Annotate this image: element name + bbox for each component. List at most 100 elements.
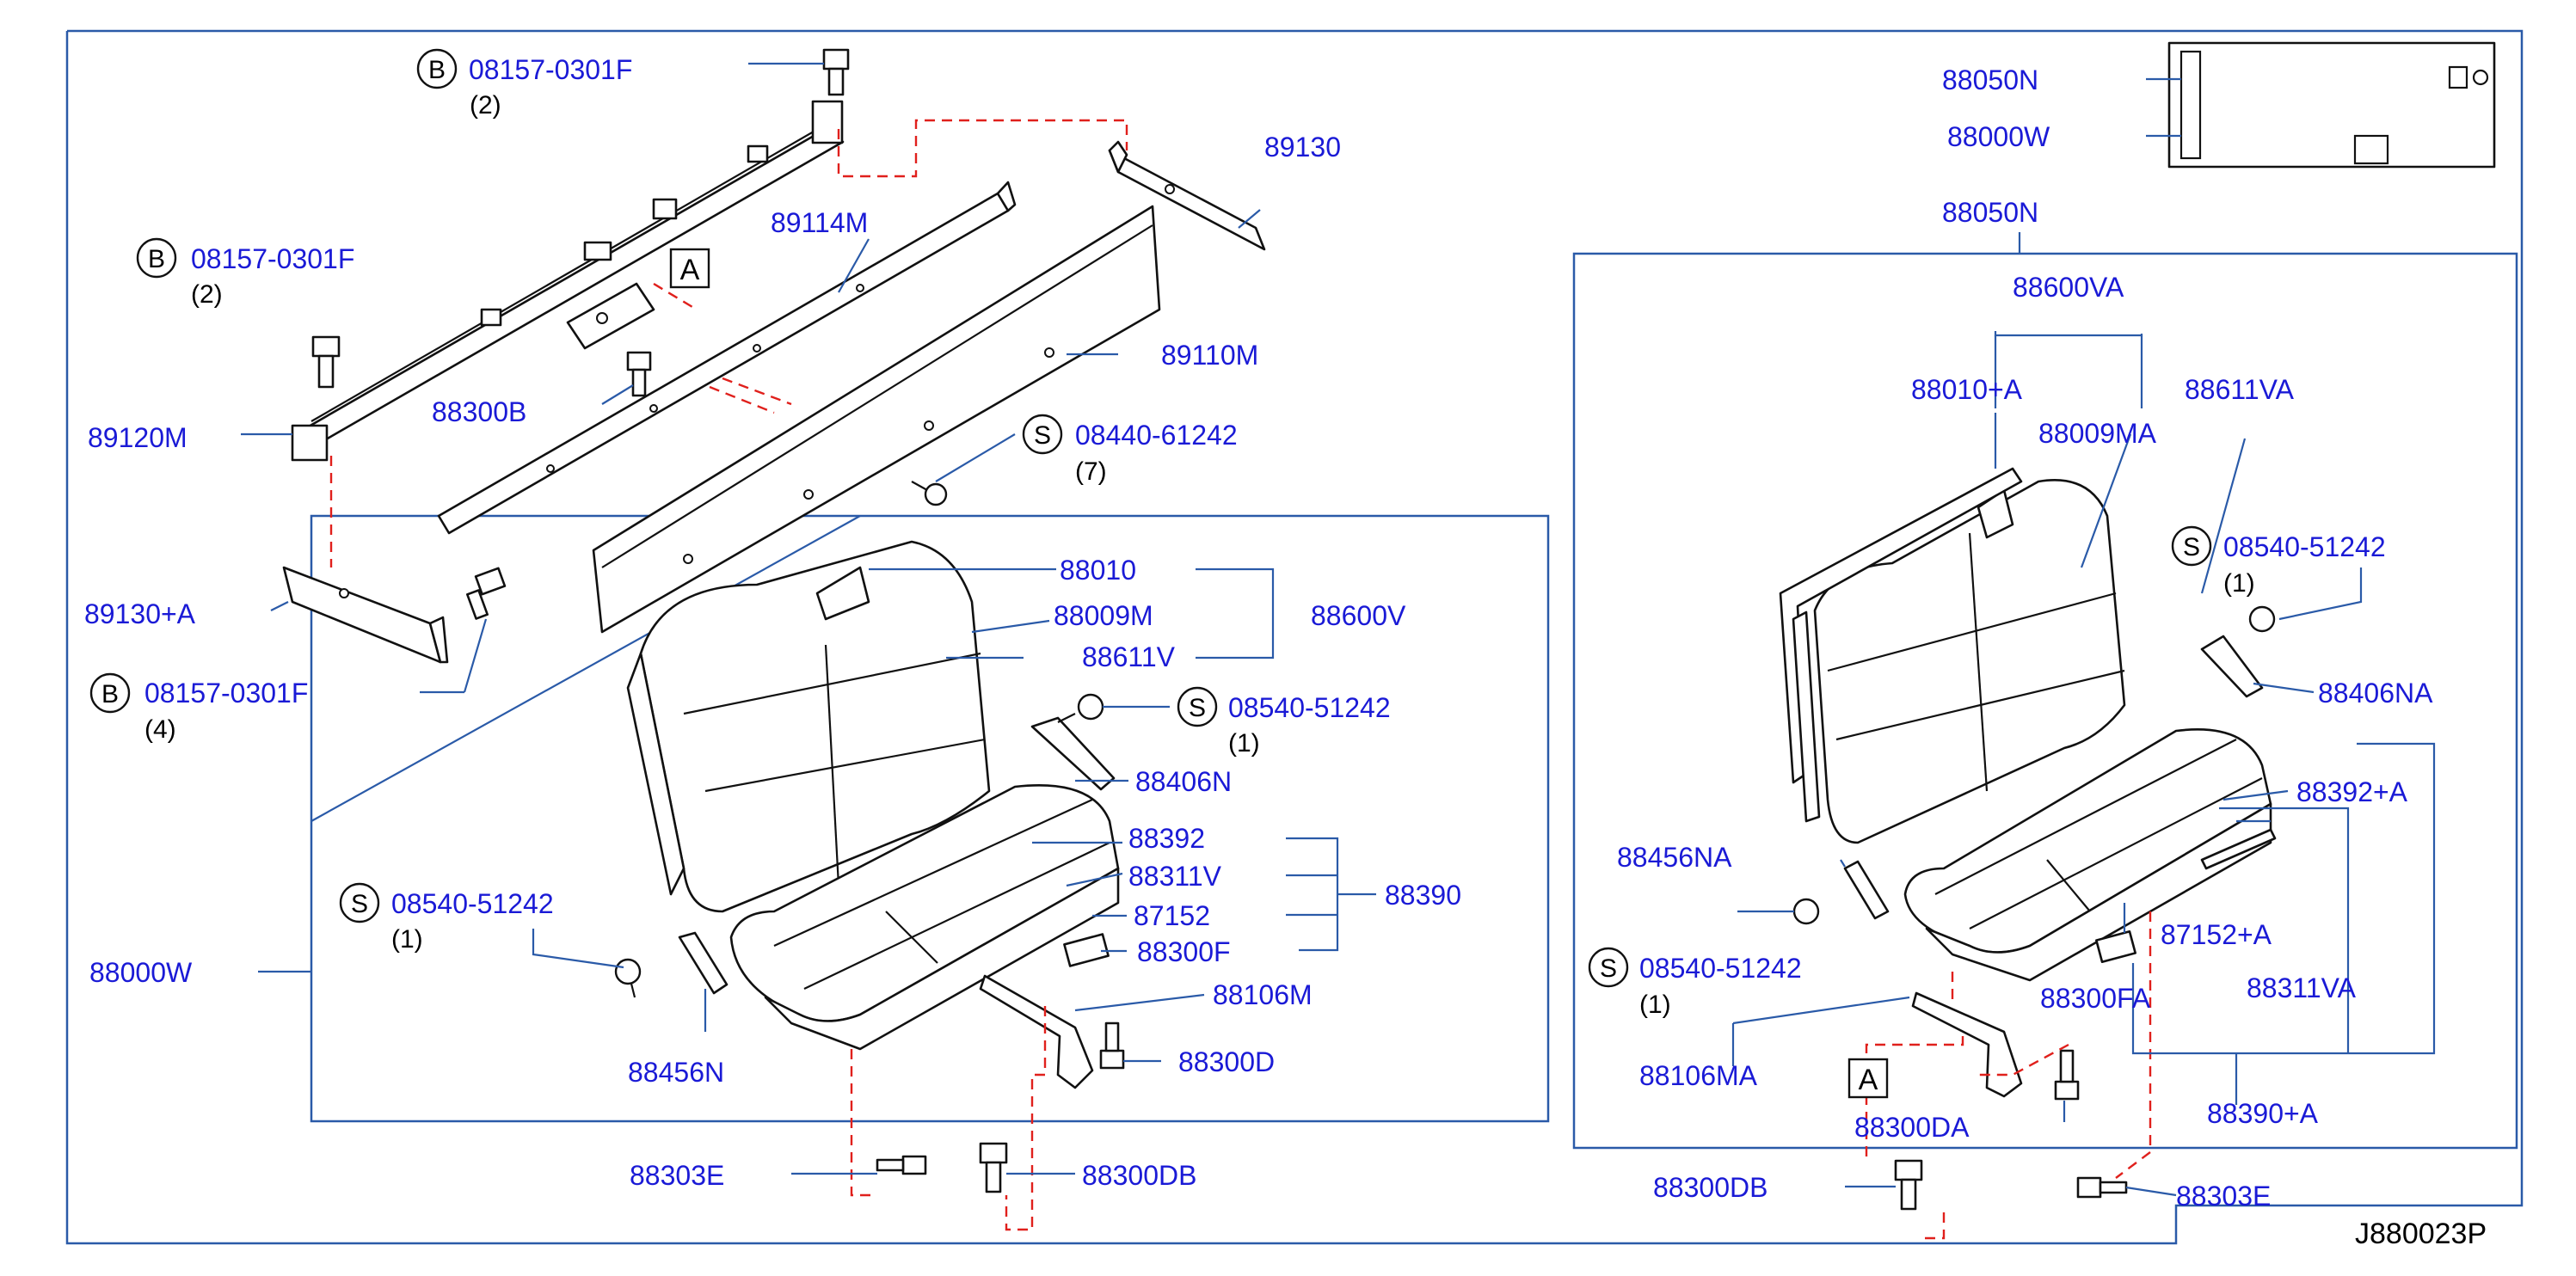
svg-text:S: S xyxy=(1189,694,1206,722)
label-88009ma: 88009MA xyxy=(2038,418,2157,449)
label-card xyxy=(2167,41,2496,169)
label-88406na: 88406NA xyxy=(2318,678,2433,709)
figure-code: J880023P xyxy=(2355,1218,2487,1250)
ref-box-a-bottom: A xyxy=(1847,1058,1889,1099)
right-screw-top xyxy=(2248,605,2276,633)
prefix-circle-s-mid: S xyxy=(1177,686,1218,727)
label-screw-s-mid: 08540-51242 xyxy=(1228,692,1391,723)
label-89110m: 89110M xyxy=(1161,340,1258,371)
svg-text:A: A xyxy=(680,254,700,286)
ref-box-a-top: A xyxy=(669,248,710,289)
label-88010: 88010 xyxy=(1060,555,1136,586)
label-bolt-b-bottom-qty: (4) xyxy=(144,715,176,744)
prefix-circle-s-right: S xyxy=(2171,525,2212,567)
bracket-89130 xyxy=(1108,140,1266,251)
label-88000w-left: 88000W xyxy=(89,957,193,988)
label-89120m: 89120M xyxy=(88,422,188,453)
label-87152: 87152 xyxy=(1134,900,1210,931)
label-screw-s-right-qty: (1) xyxy=(2223,569,2255,598)
label-screw-s-right: 08540-51242 xyxy=(2223,531,2386,562)
label-88300db-right: 88300DB xyxy=(1653,1172,1768,1203)
leader-lines xyxy=(241,62,2436,1197)
right-back-panels xyxy=(1779,467,2023,823)
label-88050n-top: 88050N xyxy=(1942,64,2038,95)
label-88611va: 88611VA xyxy=(2185,374,2295,405)
prefix-circle-b-top: B xyxy=(416,48,458,89)
bracket-89130a xyxy=(282,566,449,664)
left-seat-cushion xyxy=(729,784,1120,1051)
bolt-left xyxy=(311,335,341,389)
label-88611v: 88611V xyxy=(1082,641,1176,672)
right-trim-87152a xyxy=(2200,828,2277,870)
label-88106ma: 88106MA xyxy=(1639,1060,1758,1091)
label-screw-s-right2: 08540-51242 xyxy=(1639,953,1802,984)
label-bolt-b-left-qty: (2) xyxy=(191,280,223,309)
label-card-icon xyxy=(2448,65,2468,89)
label-screw-s-top: 08440-61242 xyxy=(1075,420,1238,451)
right-bracket-88106ma xyxy=(1911,991,2023,1098)
right-latch-88456na xyxy=(1843,860,1890,920)
bolt-88300db-left xyxy=(979,1142,1008,1193)
left-seat-frame xyxy=(310,514,1550,1123)
svg-text:S: S xyxy=(1600,954,1617,983)
label-88600va: 88600VA xyxy=(2013,272,2124,303)
label-88300db-left: 88300DB xyxy=(1082,1160,1196,1191)
bolt-top xyxy=(822,48,850,96)
svg-text:S: S xyxy=(351,890,368,918)
label-screw-s-right2-qty: (1) xyxy=(1639,991,1671,1019)
left-bracket-88106m xyxy=(979,974,1094,1089)
label-89130: 89130 xyxy=(1264,132,1341,163)
bolt-88303e-right xyxy=(2076,1176,2128,1199)
label-88009m: 88009M xyxy=(1054,600,1153,631)
label-card-box xyxy=(2353,134,2389,165)
label-screw-s-left-qty: (1) xyxy=(391,925,423,954)
label-88311v: 88311V xyxy=(1128,861,1222,892)
label-88392: 88392 xyxy=(1128,823,1205,854)
label-88392a: 88392+A xyxy=(2296,776,2408,807)
dashed-lines xyxy=(329,119,2152,1240)
label-88050n: 88050N xyxy=(1942,197,2038,228)
label-88406n: 88406N xyxy=(1135,766,1232,797)
prefix-circle-b-bottom: B xyxy=(89,672,131,714)
label-88010a: 88010+A xyxy=(1911,374,2023,405)
right-seat-cushion xyxy=(1903,728,2272,982)
left-cap-88300f xyxy=(1063,933,1110,967)
bolt-88300d xyxy=(1099,1021,1125,1070)
label-card-strip xyxy=(2179,50,2202,160)
label-88456na: 88456NA xyxy=(1617,842,1732,873)
label-88300f: 88300F xyxy=(1137,936,1231,967)
svg-text:S: S xyxy=(2183,533,2200,561)
label-88300fa: 88300FA xyxy=(2040,983,2151,1014)
label-87152a: 87152+A xyxy=(2161,919,2272,950)
label-88303e-right: 88303E xyxy=(2176,1181,2271,1212)
label-screw-s-mid-qty: (1) xyxy=(1228,729,1260,758)
label-88000w-top: 88000W xyxy=(1947,121,2050,152)
panel-89110m xyxy=(592,205,1161,634)
label-88300da: 88300DA xyxy=(1854,1112,1970,1143)
label-screw-s-left: 08540-51242 xyxy=(391,888,554,919)
svg-text:A: A xyxy=(1859,1064,1878,1096)
svg-text:B: B xyxy=(428,56,446,84)
label-88456n: 88456N xyxy=(628,1057,724,1088)
rail-89114m xyxy=(437,181,1017,535)
label-bolt-b-bottom: 08157-0301F xyxy=(144,678,308,709)
bolt-88300b xyxy=(626,351,652,397)
left-latch-88456n xyxy=(678,931,729,995)
screw-08440 xyxy=(911,481,948,506)
left-frame-diagonal xyxy=(310,515,861,822)
right-seat-frame xyxy=(1572,252,2518,1150)
bolt-88300db-right xyxy=(1894,1159,1923,1211)
label-89114m: 89114M xyxy=(771,207,868,238)
svg-text:S: S xyxy=(1034,421,1051,450)
label-bolt-b-top-qty: (2) xyxy=(470,91,501,120)
bracket-a xyxy=(566,282,655,350)
right-hinge-cover xyxy=(2200,635,2264,698)
label-88390: 88390 xyxy=(1385,880,1461,911)
label-88300d: 88300D xyxy=(1178,1046,1275,1077)
svg-text:B: B xyxy=(101,680,119,709)
left-screw-mid xyxy=(1057,693,1104,723)
rail-89120m xyxy=(291,100,845,462)
left-seatback xyxy=(626,540,991,913)
bolt-88303e-left xyxy=(876,1155,927,1175)
